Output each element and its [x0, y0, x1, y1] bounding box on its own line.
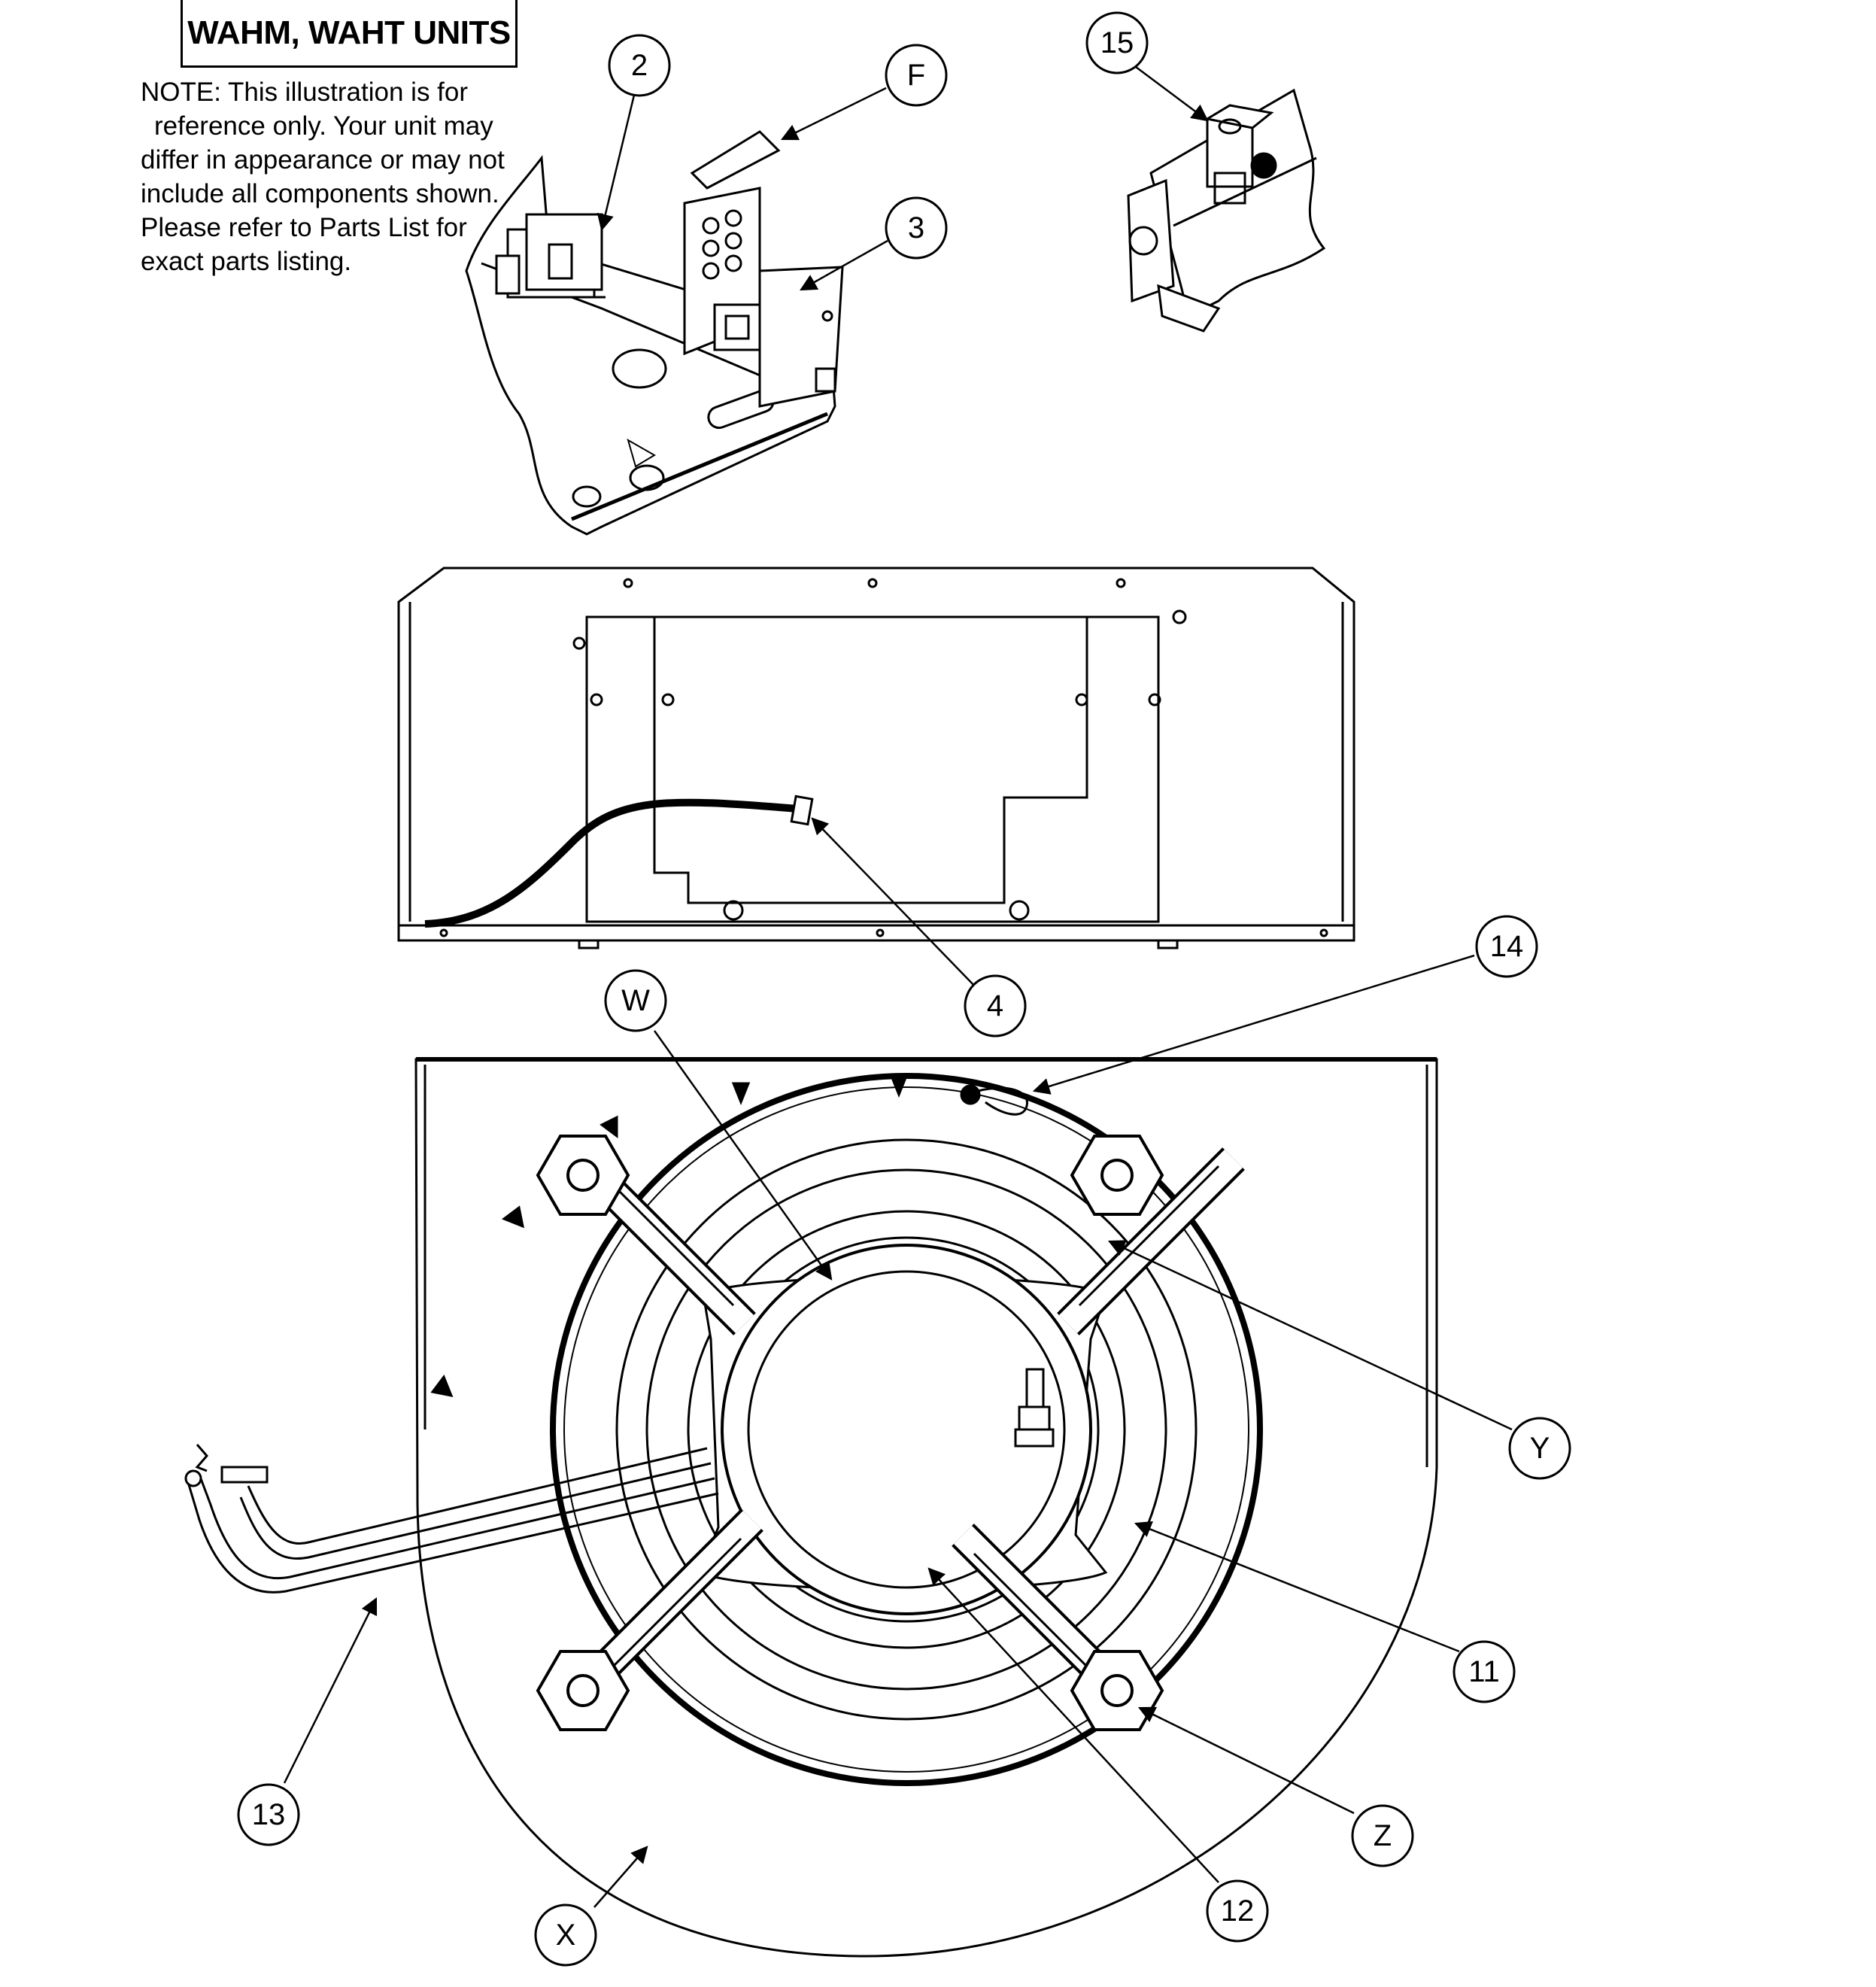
callout-y: Y [1508, 1417, 1571, 1480]
callout-13: 13 [237, 1783, 300, 1846]
title-box: WAHM, WAHT UNITS [181, 0, 518, 68]
note-line: Please refer to Parts List for [141, 213, 467, 242]
callout-x: X [534, 1903, 597, 1967]
callout-3: 3 [885, 196, 948, 260]
callout-label: 2 [631, 49, 648, 82]
page-title: WAHM, WAHT UNITS [187, 14, 511, 51]
callout-f: F [885, 44, 948, 107]
blower-deck-panel [397, 567, 1355, 949]
reference-note: NOTE: This illustration is for reference… [141, 75, 517, 278]
callout-label: 11 [1468, 1655, 1500, 1688]
callout-label: Y [1530, 1432, 1550, 1465]
motor-leads [184, 1444, 719, 1594]
note-line: exact parts listing. [141, 247, 352, 276]
ground-lug-detail [1127, 88, 1326, 333]
note-line: include all components shown. [141, 179, 499, 208]
callout-14: 14 [1475, 915, 1538, 978]
callout-label: F [907, 59, 925, 92]
transformer [495, 213, 606, 299]
callout-label: X [556, 1919, 576, 1952]
control-box-assembly [465, 130, 844, 536]
callout-label: 12 [1221, 1894, 1255, 1928]
callout-2: 2 [608, 34, 671, 97]
callout-label: W [621, 984, 650, 1017]
note-line: differ in appearance or may not [141, 145, 505, 175]
callout-4: 4 [964, 974, 1027, 1038]
callout-12: 12 [1206, 1879, 1269, 1943]
terminal-board [683, 130, 844, 408]
callout-label: 15 [1100, 26, 1134, 59]
callout-w: W [604, 969, 667, 1032]
callout-label: 3 [908, 211, 924, 245]
blower-housing-assembly [184, 1057, 1438, 1958]
note-line: NOTE: This illustration is for [141, 77, 469, 107]
callout-15: 15 [1085, 11, 1149, 74]
callout-label: 14 [1490, 930, 1524, 963]
callout-label: 4 [987, 989, 1003, 1022]
callout-z: Z [1351, 1804, 1414, 1867]
leader-lines [283, 59, 1513, 1908]
callout-11: 11 [1453, 1640, 1516, 1703]
callout-label: Z [1374, 1819, 1392, 1852]
note-line: reference only. Your unit may [154, 111, 493, 141]
callout-label: 13 [252, 1798, 286, 1831]
